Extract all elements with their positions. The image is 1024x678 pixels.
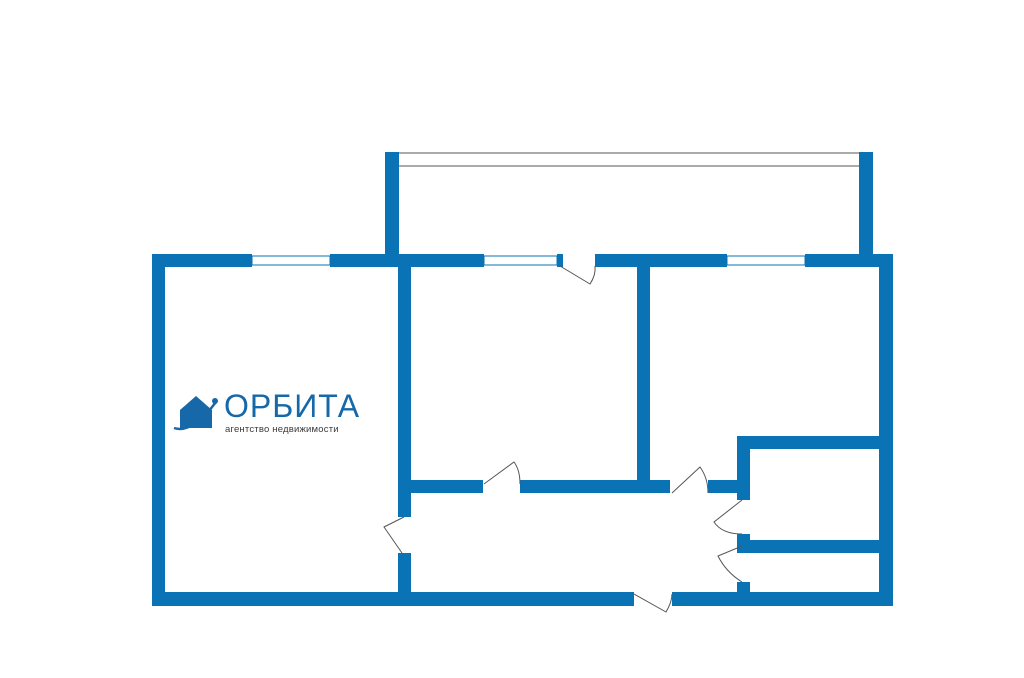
walls — [152, 152, 893, 606]
agency-logo: ОРБИТА агентство недвижимости — [172, 388, 372, 438]
house-orbit-icon — [173, 396, 218, 431]
balcony-railing — [399, 152, 859, 167]
logo-title: ОРБИТА — [224, 388, 361, 424]
logo-subtitle: агентство недвижимости — [225, 424, 339, 435]
doors — [383, 265, 743, 613]
windows — [251, 255, 806, 266]
